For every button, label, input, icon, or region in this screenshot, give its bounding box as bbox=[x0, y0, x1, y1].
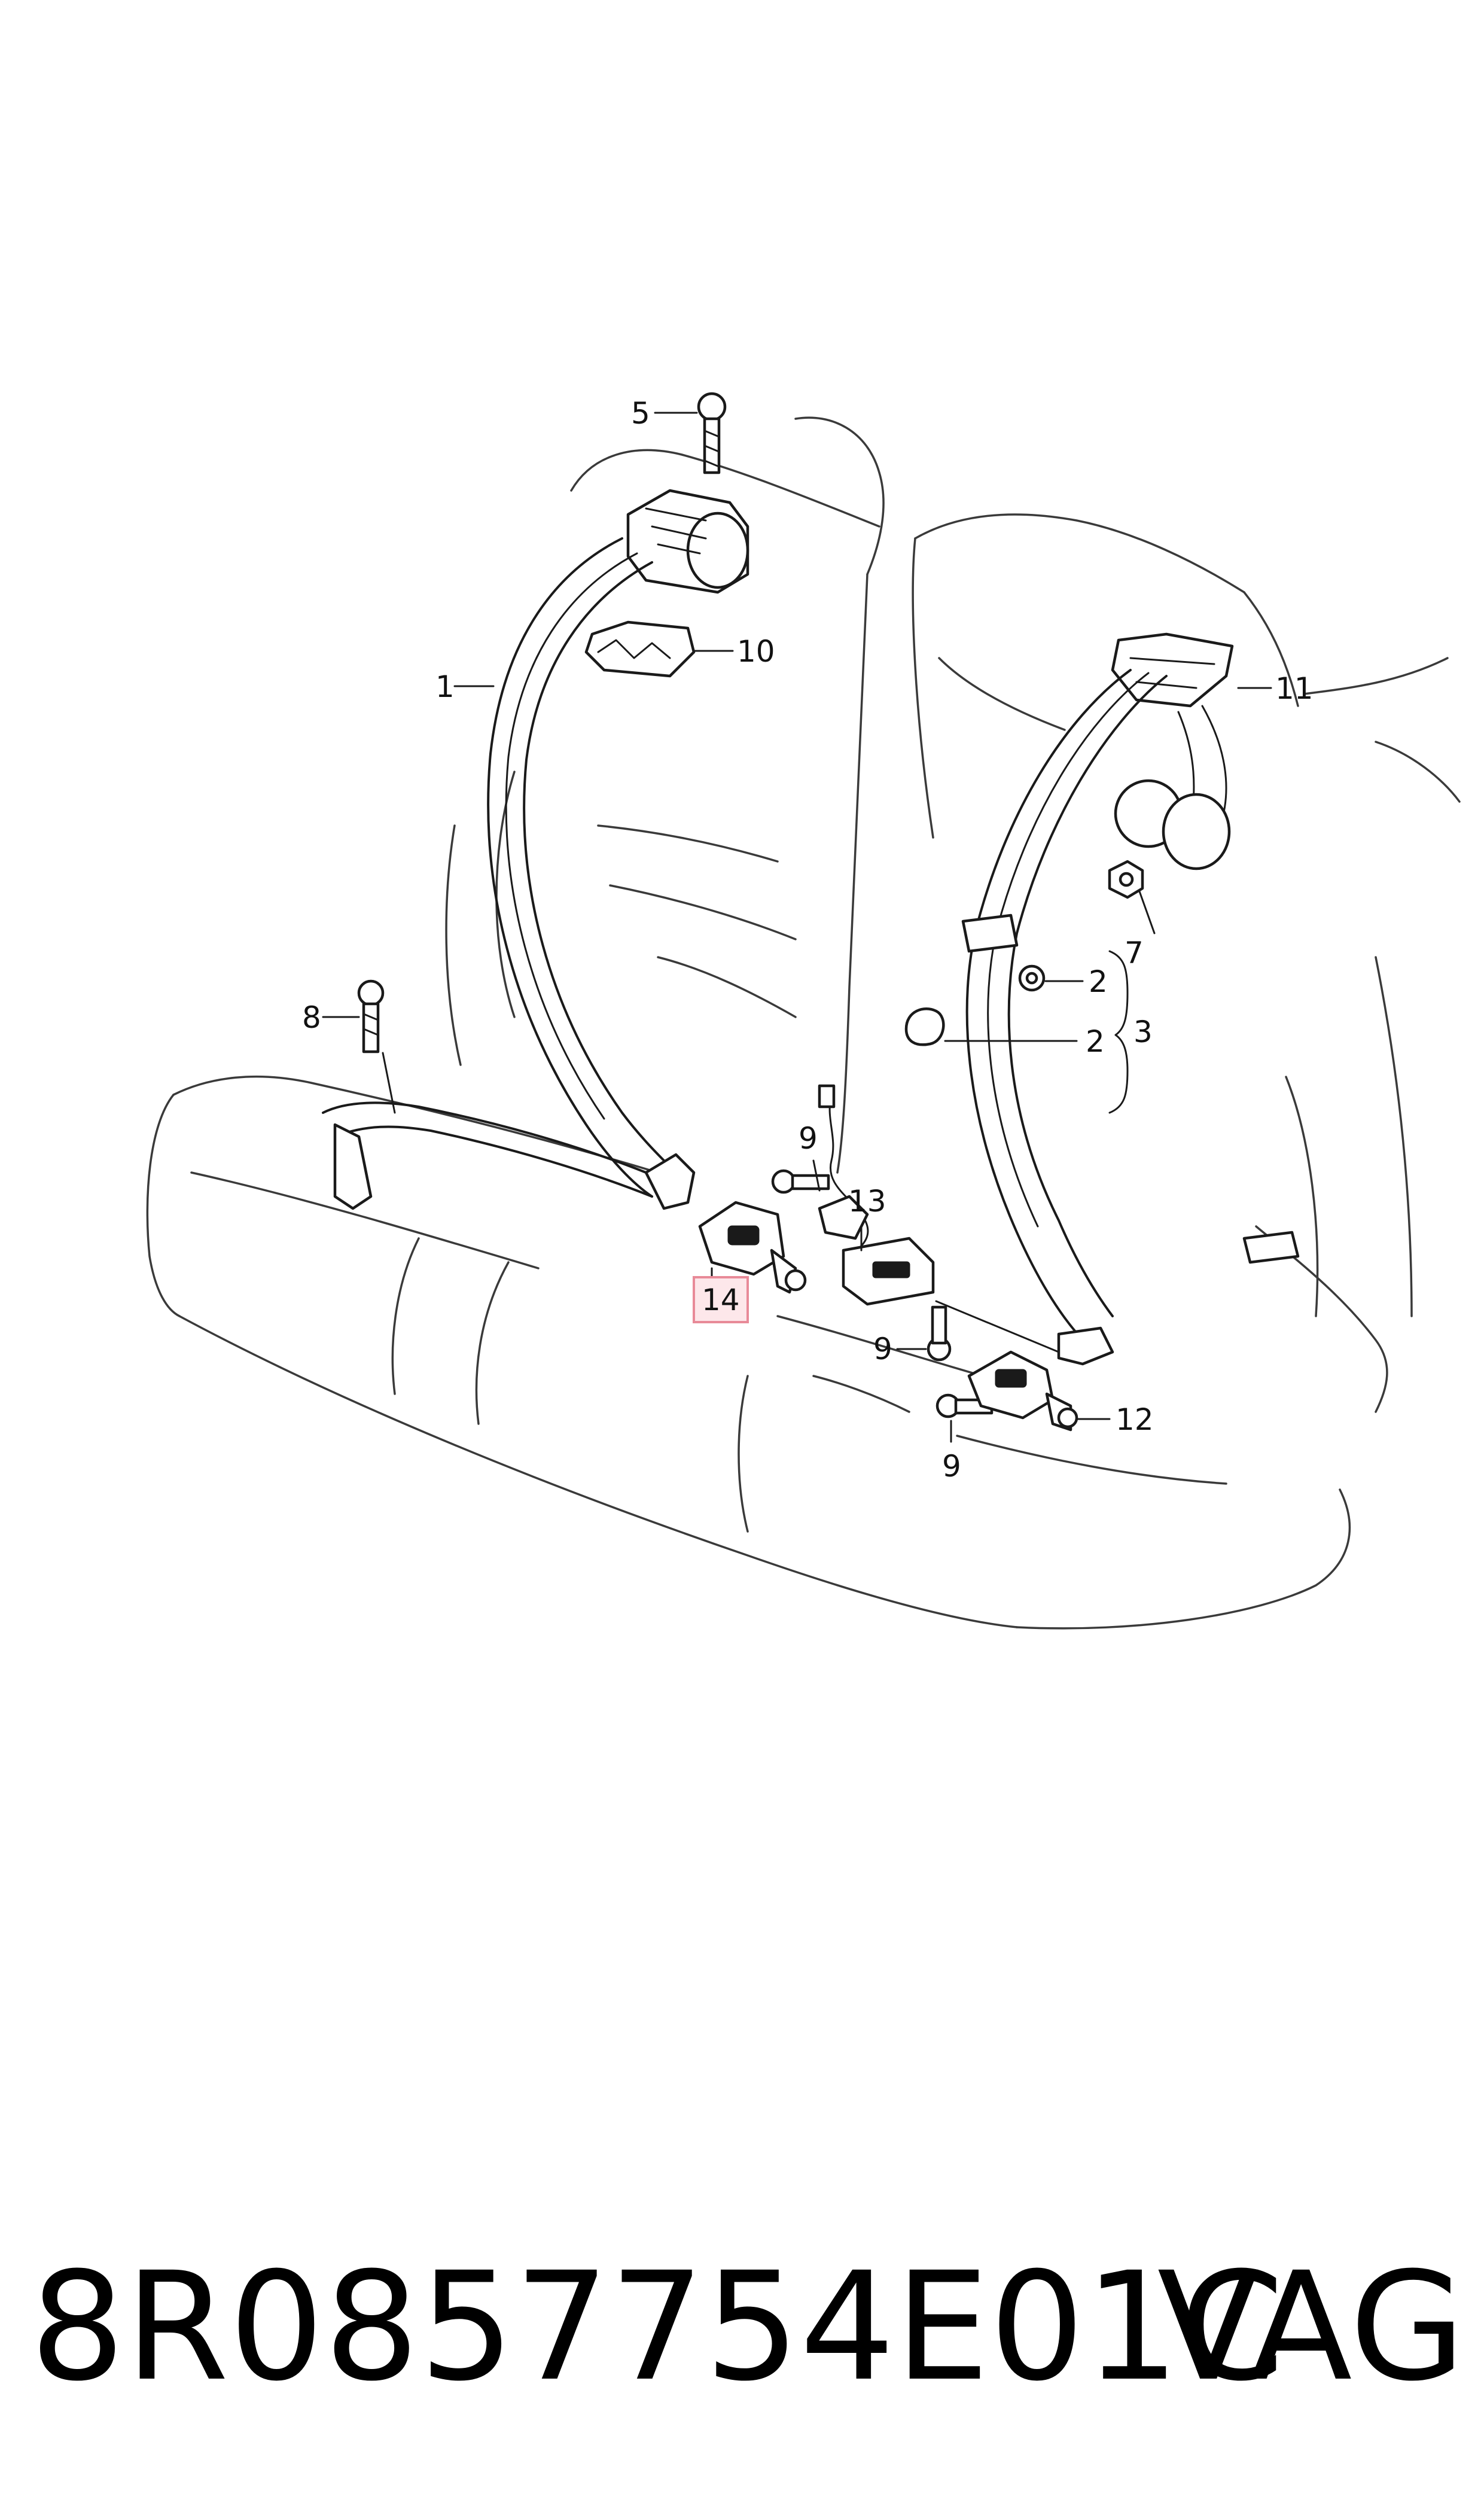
callout-1: 1 bbox=[435, 669, 455, 704]
callout-labels: 5 10 1 8 9 13 14 9 9 12 11 7 2 2 3 bbox=[302, 396, 1314, 1484]
center-buckle bbox=[698, 1201, 807, 1294]
highlight-box-14 bbox=[693, 1276, 749, 1323]
leader-lines bbox=[322, 412, 1272, 1443]
part-number-caption: 8R0857754E01C VAG bbox=[30, 2249, 1465, 2405]
rear-seat-outline bbox=[146, 416, 1461, 1630]
callout-9-middle: 9 bbox=[873, 1332, 892, 1366]
callout-10: 10 bbox=[737, 634, 775, 669]
callout-8: 8 bbox=[302, 1000, 321, 1035]
callout-13: 13 bbox=[848, 1184, 886, 1219]
brand-name: VAG bbox=[1157, 2240, 1465, 2414]
callout-11: 11 bbox=[1275, 671, 1314, 706]
part-number: 8R0857754E01C bbox=[30, 2240, 1284, 2414]
callout-12: 12 bbox=[1116, 1402, 1154, 1437]
right-seat-belt bbox=[904, 632, 1300, 1432]
left-seat-belt bbox=[487, 392, 749, 1210]
callout-3: 3 bbox=[1133, 1015, 1153, 1049]
callout-9-lower: 9 bbox=[942, 1449, 961, 1484]
callout-2-upper: 2 bbox=[1089, 964, 1108, 999]
callout-14: 14 bbox=[702, 1283, 740, 1317]
callout-9-upper: 9 bbox=[799, 1121, 818, 1156]
callout-2-lower: 2 bbox=[1086, 1024, 1105, 1059]
callout-7: 7 bbox=[1125, 936, 1144, 970]
callout-5: 5 bbox=[631, 396, 650, 431]
lap-belt bbox=[322, 979, 653, 1210]
